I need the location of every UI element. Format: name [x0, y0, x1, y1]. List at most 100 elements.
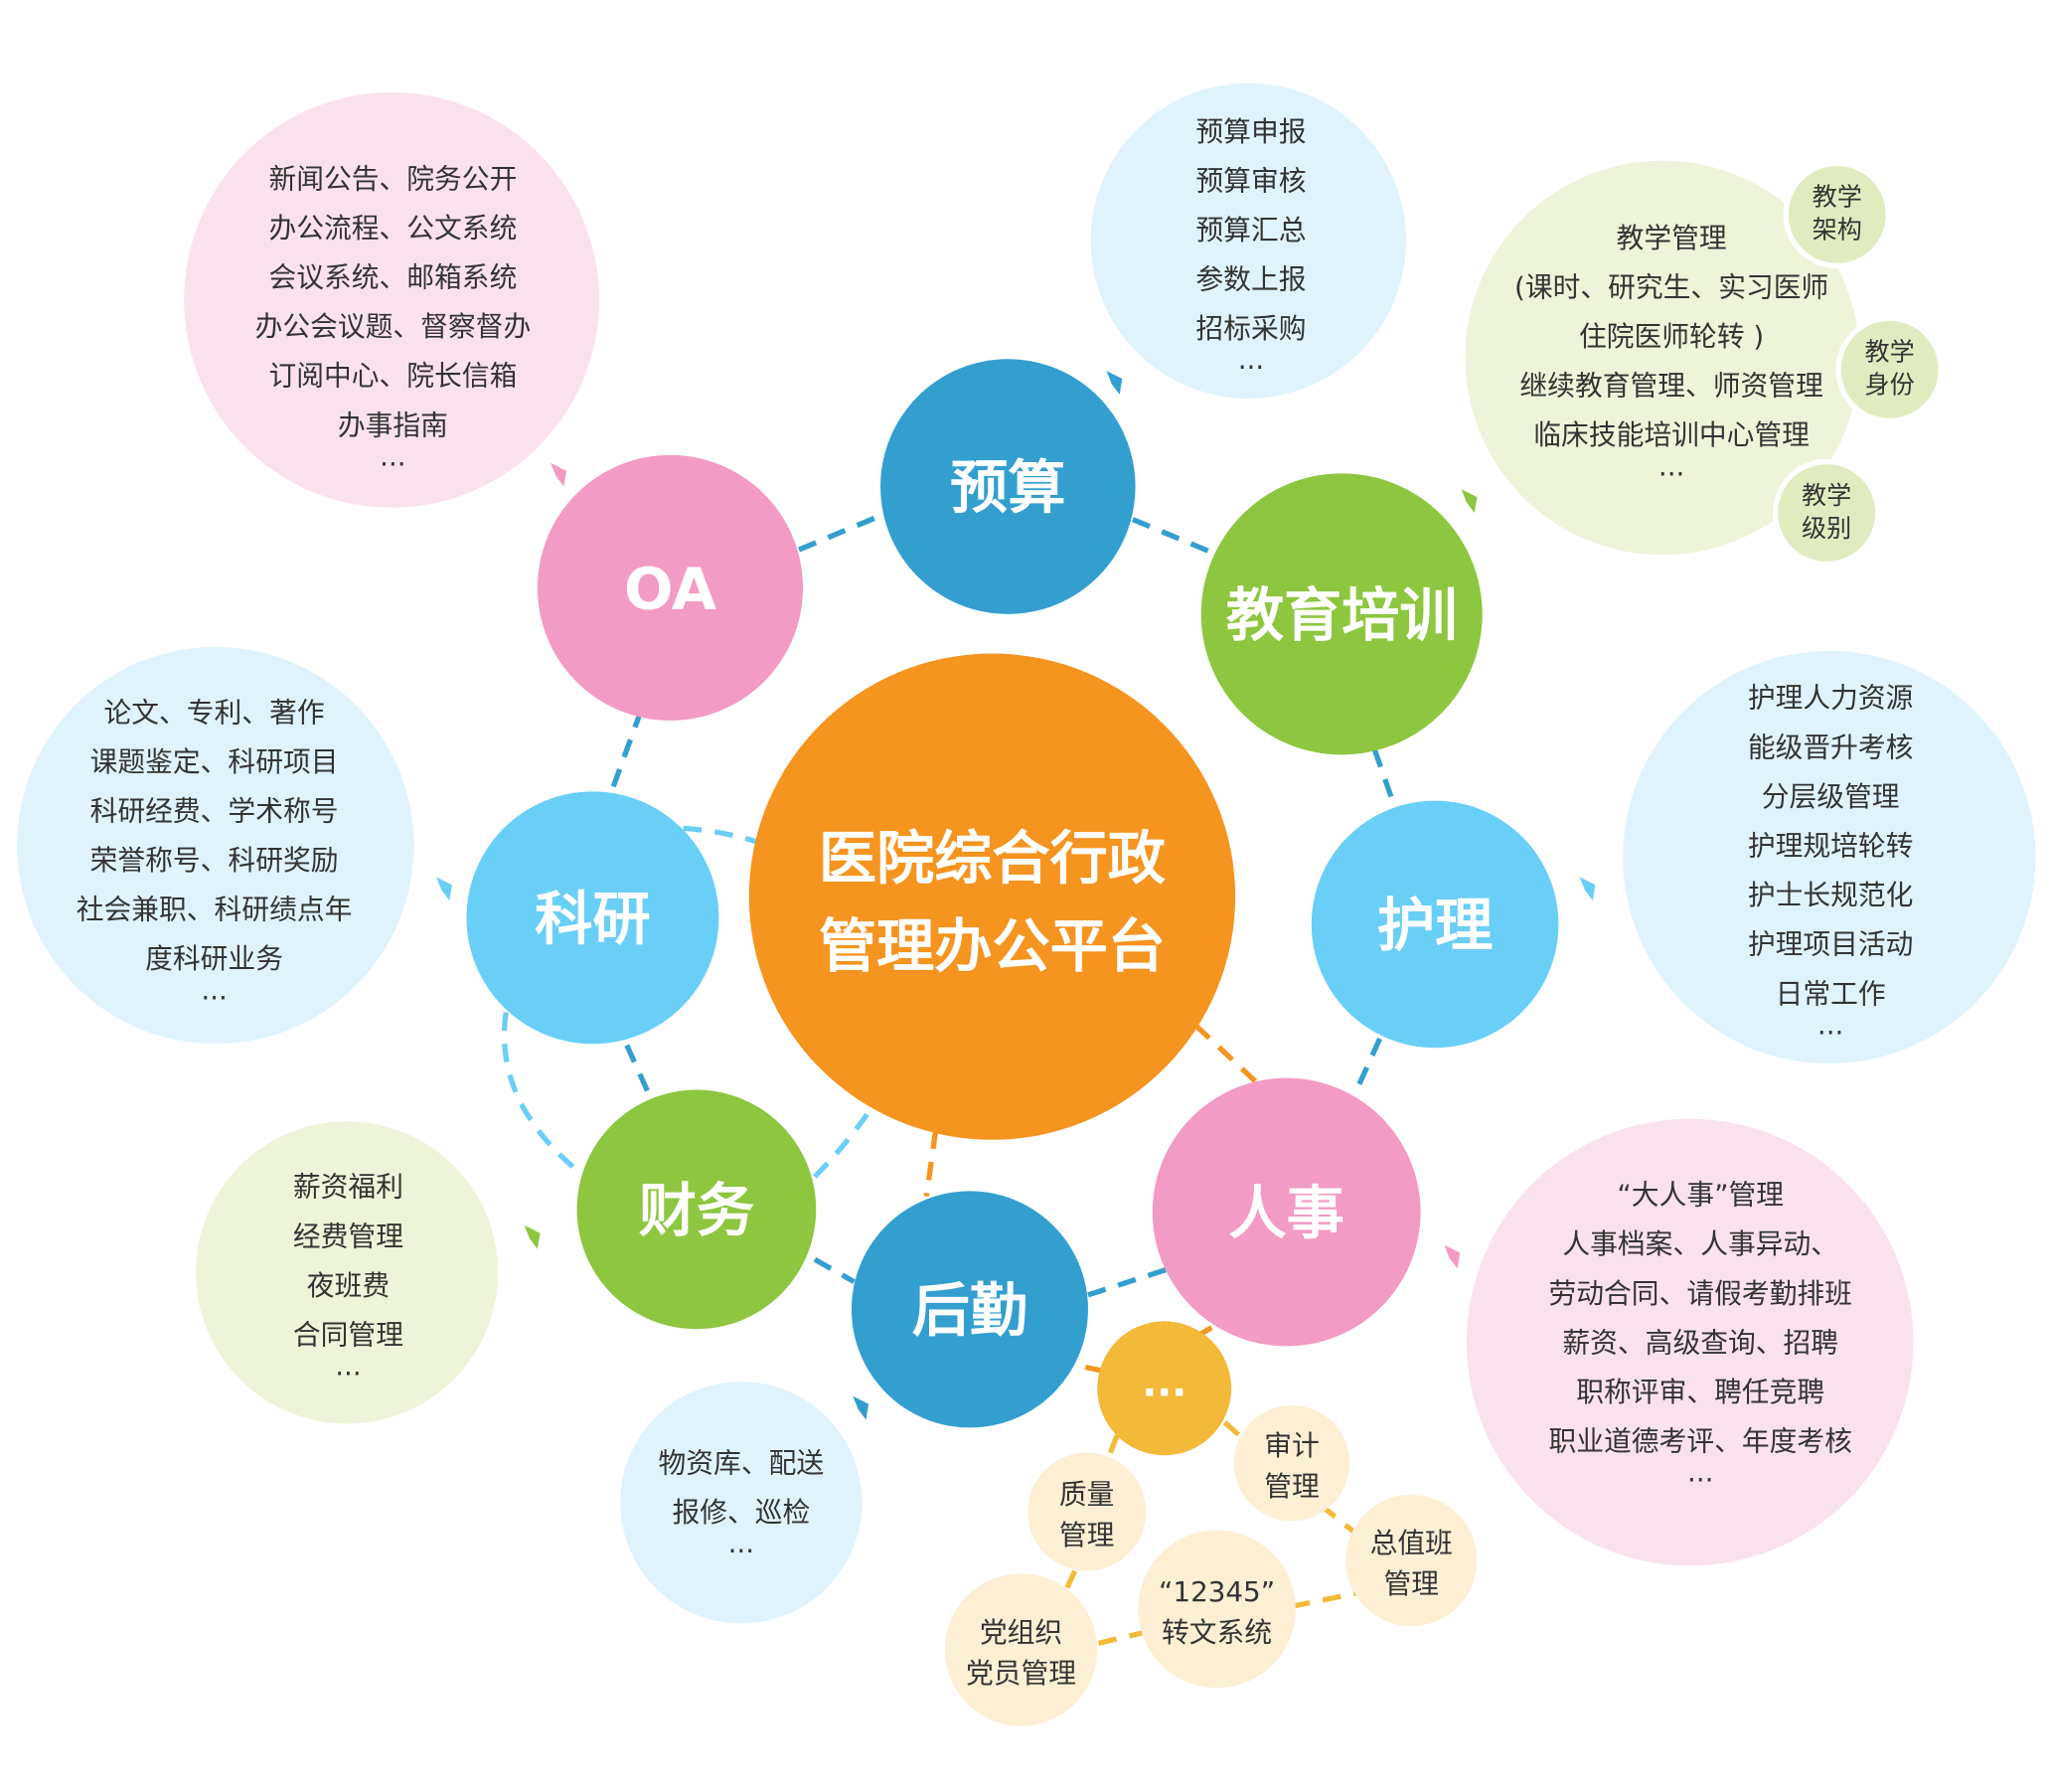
jiaoyu-detail-item: 住院医师轮转 ) [1579, 320, 1764, 353]
jiaoyu-node [1200, 473, 1483, 755]
teaching-tag-box: 教学级别 [1776, 461, 1878, 564]
jiaoyu-detail-item: (课时、研究生、实习医师 [1514, 270, 1828, 303]
dashed-connector [624, 1044, 654, 1099]
dashed-connector [1097, 1630, 1145, 1646]
teaching-tag-container: 教学架构 [1786, 163, 1888, 265]
keyan-detail-item: 课题鉴定、科研项目 [90, 745, 339, 778]
extra-module-label: 审计 [1264, 1429, 1320, 1462]
teaching-tag-bubble [1783, 160, 1891, 269]
oa-detail-item: 办事指南 [338, 408, 448, 441]
yusuan-detail-item: 预算审核 [1195, 164, 1306, 197]
renshi-detail-bubble [1466, 1118, 1914, 1566]
dashed-connector [813, 1102, 876, 1179]
teaching-tag-label: 教学架构 [1812, 183, 1862, 245]
arrow-icon [1461, 489, 1478, 514]
huli-detail-item: 日常工作 [1776, 977, 1886, 1010]
jiaoyu-detail-item: 教学管理 [1617, 222, 1727, 254]
yusuan-detail-bubble [1090, 82, 1407, 399]
huli-detail-item: 能级晋升考核 [1748, 731, 1914, 763]
extra-module-label: 党员管理 [966, 1657, 1076, 1690]
renshi-detail-item: 职业道德考评、年度考核 [1549, 1425, 1852, 1458]
teaching-tag-label: 教学级别 [1802, 481, 1852, 544]
teaching-tag-bubble [1772, 458, 1881, 568]
extra-module-label: 管理 [1384, 1567, 1440, 1600]
caiwu-detail-item: 合同管理 [293, 1318, 403, 1351]
renshi-detail-item: 薪资、高级查询、招聘 [1562, 1326, 1838, 1359]
extra-module-bubble [1233, 1404, 1350, 1522]
huli-node [1311, 800, 1559, 1049]
yusuan-detail-item: 预算汇总 [1195, 214, 1306, 246]
extra-module-bubble [1345, 1494, 1478, 1627]
dashed-connector [1222, 1420, 1251, 1446]
huli-detail-item: 护士长规范化 [1748, 879, 1914, 911]
dashed-connector [798, 514, 879, 553]
center-title-line1: 医院综合行政 [819, 825, 1166, 893]
dashed-connector [1193, 1023, 1261, 1087]
teaching-tag-container: 教学级别 [1776, 461, 1878, 564]
keyan-detail-item: ... [201, 973, 227, 1006]
caiwu-detail-item: 经费管理 [293, 1220, 403, 1252]
houqin-node [851, 1191, 1088, 1428]
huli-detail-item: 分层级管理 [1762, 780, 1900, 813]
dashed-connector [1291, 1590, 1357, 1609]
jiaoyu-node-label: 教育培训 [1226, 581, 1458, 649]
caiwu-detail-item: 夜班费 [307, 1269, 390, 1302]
renshi-detail-item: “大人事”管理 [1617, 1179, 1784, 1212]
keyan-detail-item: 社会兼职、科研绩点年 [77, 894, 353, 926]
caiwu-detail-item: ... [335, 1350, 361, 1383]
oa-detail-item: 新闻公告、院务公开 [268, 162, 517, 195]
oa-detail-item: 办公流程、公文系统 [268, 212, 517, 244]
arrow-icon [436, 877, 452, 901]
caiwu-node-label: 财务 [639, 1177, 754, 1244]
teaching-tag-bubble [1835, 315, 1944, 424]
keyan-node [466, 791, 719, 1045]
yusuan-detail-item: ... [1238, 343, 1264, 376]
oa-detail-item: 办公会议题、督察督办 [255, 310, 532, 343]
connectors [501, 514, 1396, 1646]
houqin-node-label: 后勤 [912, 1276, 1027, 1344]
oa-detail-bubble [184, 91, 600, 508]
keyan-detail-item: 科研经费、学术称号 [90, 794, 339, 827]
teaching-tag-container: 教学身份 [1838, 318, 1941, 420]
dashed-connector [1063, 1569, 1078, 1592]
oa-detail-item: ... [380, 439, 405, 472]
arrow-icon [524, 1224, 541, 1249]
arrow-icon [1444, 1244, 1461, 1269]
oa-detail-item: 会议系统、邮箱系统 [268, 261, 517, 294]
huli-detail-item: 护理规培轮转 [1748, 830, 1914, 863]
houqin-detail-item: 报修、巡检 [672, 1496, 810, 1529]
extra-module-bubble [1027, 1452, 1147, 1571]
extra-module-label: “12345” [1159, 1575, 1275, 1608]
yusuan-node-label: 预算 [950, 454, 1065, 522]
more-node-label: ... [1142, 1361, 1186, 1406]
dashed-connector [1131, 517, 1213, 556]
jiaoyu-detail-item: 临床技能培训中心管理 [1533, 418, 1810, 451]
extra-module-label: 质量 [1059, 1478, 1115, 1511]
jiaoyu-detail-bubble [1465, 160, 1860, 556]
keyan-detail-item: 度科研业务 [145, 942, 283, 975]
extra-module-label: 管理 [1059, 1519, 1115, 1551]
huli-detail-item: 护理人力资源 [1748, 682, 1914, 715]
caiwu-detail-bubble [196, 1121, 499, 1424]
teaching-tag-box: 教学身份 [1838, 318, 1941, 420]
renshi-detail-item: 职称评审、聘任竞聘 [1576, 1376, 1824, 1408]
keyan-detail-bubble [17, 646, 414, 1045]
teaching-tag-box: 教学架构 [1786, 163, 1888, 265]
renshi-detail-item: 劳动合同、请假考勤排班 [1549, 1277, 1852, 1310]
center-title-line2: 管理办公平台 [819, 912, 1166, 980]
dashed-connector [1353, 1037, 1382, 1092]
keyan-detail-item: 荣誉称号、科研奖励 [90, 844, 339, 877]
jiaoyu-detail-item: 继续教育管理、师资管理 [1519, 370, 1822, 403]
keyan-detail-item: 论文、专利、著作 [103, 696, 324, 729]
dashed-connector [501, 1012, 587, 1179]
houqin-detail-item: ... [728, 1527, 754, 1559]
caiwu-detail-item: 薪资福利 [293, 1171, 403, 1204]
caiwu-node [576, 1089, 817, 1330]
yusuan-detail-item: 参数上报 [1195, 263, 1306, 296]
dashed-connector [1371, 748, 1396, 803]
renshi-detail-item: 人事档案、人事异动、 [1562, 1227, 1838, 1260]
dashed-connector [608, 709, 644, 794]
arrow-icon [1579, 877, 1596, 901]
huli-detail-bubble [1623, 650, 2036, 1064]
dashed-connector [813, 1256, 856, 1284]
